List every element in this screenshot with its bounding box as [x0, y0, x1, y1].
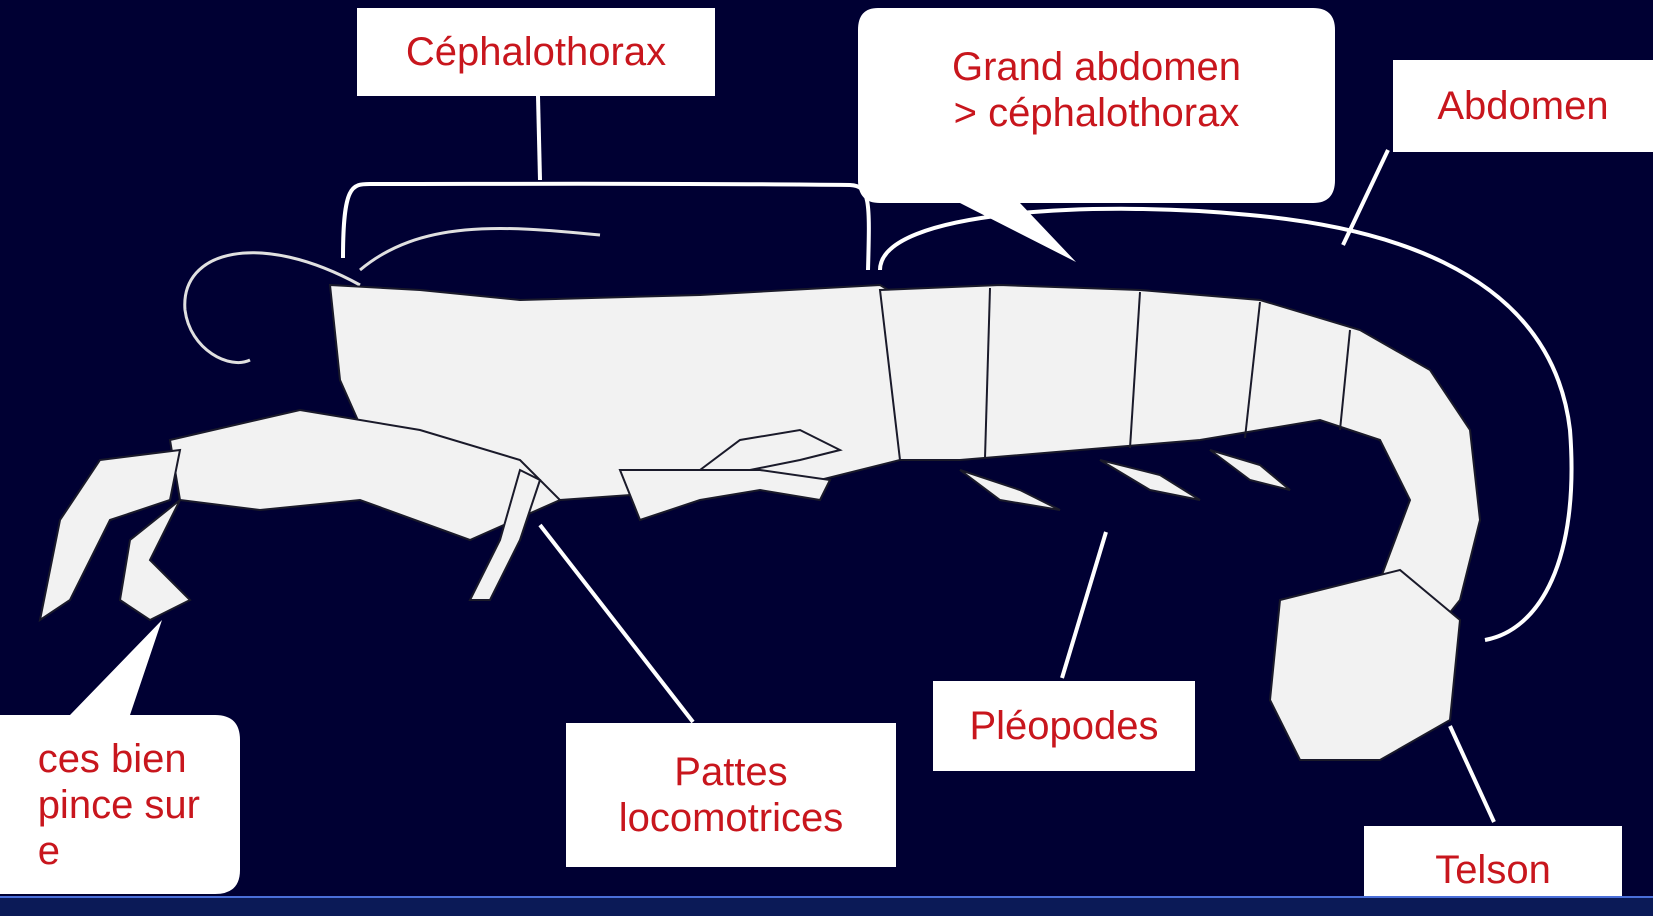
crayfish-illustration: [40, 228, 1480, 760]
label-abdomen: Abdomen: [1393, 60, 1653, 152]
label-pinces: ces bien pince sur e: [0, 715, 240, 895]
walking-leg: [620, 470, 830, 520]
pleopodes-leader: [1062, 532, 1106, 678]
label-pattes-locomotrices: Pattes locomotrices: [566, 723, 896, 867]
pattes-leader: [540, 525, 693, 722]
claw-pincer-lower: [120, 500, 190, 620]
tail-fan: [1270, 570, 1460, 760]
bottom-bar: [0, 896, 1653, 916]
swimmeret: [1210, 450, 1290, 490]
antenna-long: [360, 228, 600, 270]
label-cephalothorax: Céphalothorax: [357, 8, 715, 96]
swimmeret: [1100, 460, 1200, 500]
telson-leader: [1450, 726, 1494, 822]
swimmeret: [960, 470, 1060, 510]
label-pleopodes: Pléopodes: [933, 681, 1195, 771]
cephalothorax-leader: [538, 96, 540, 180]
abdomen-leader: [1343, 150, 1388, 245]
cephalothorax-bracket: [343, 184, 869, 270]
label-grand-abdomen: Grand abdomen > céphalothorax: [858, 8, 1335, 203]
